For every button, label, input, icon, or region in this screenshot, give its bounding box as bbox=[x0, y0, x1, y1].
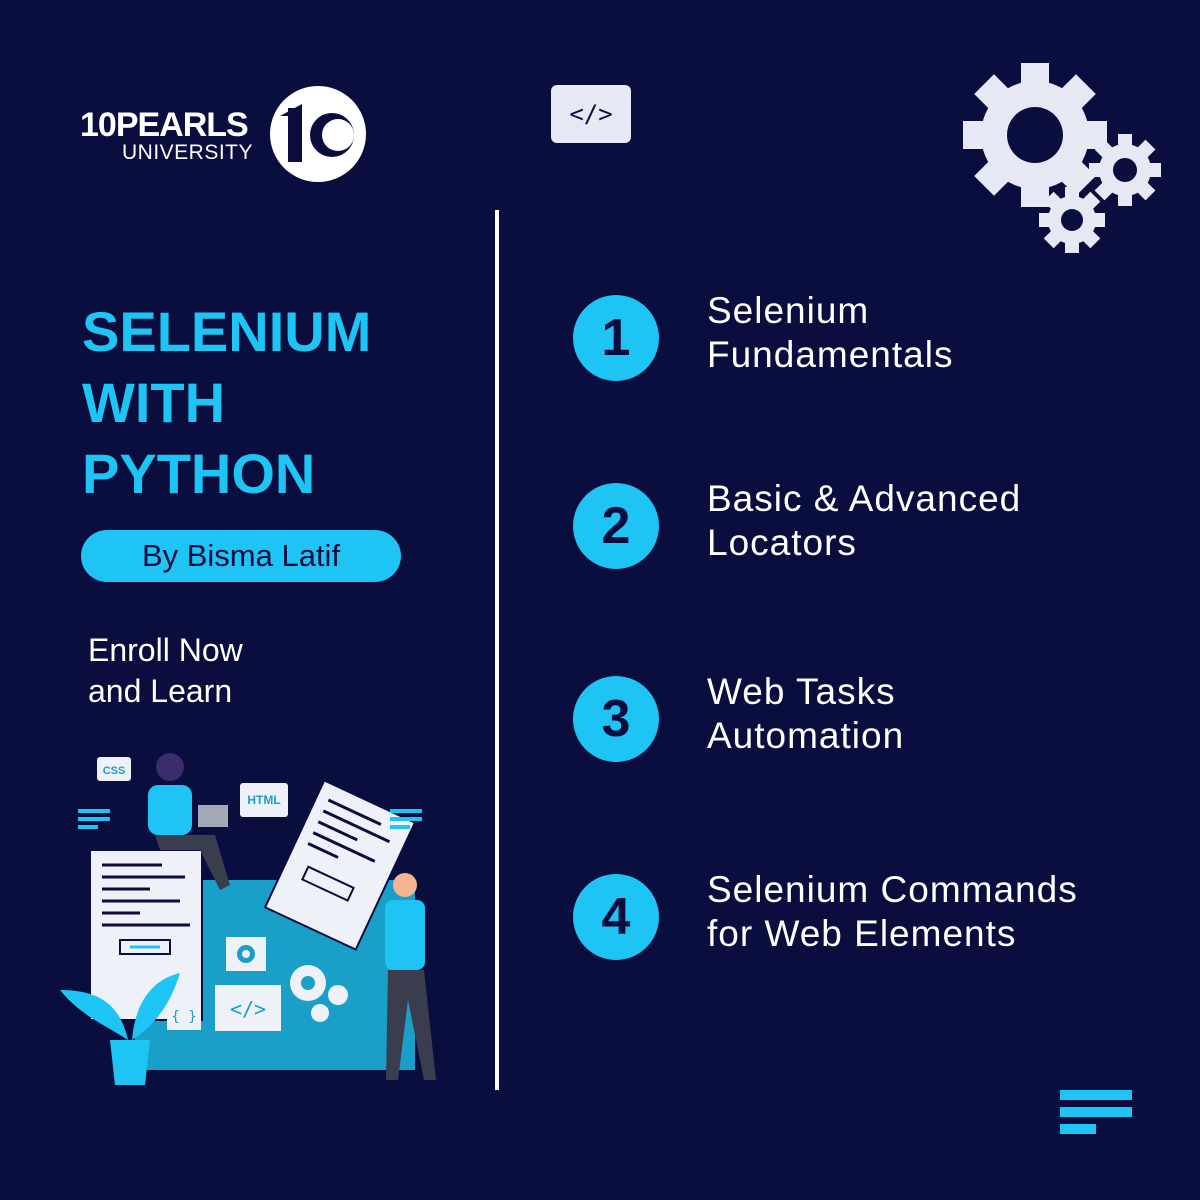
step-item: 4 Selenium Commands for Web Elements bbox=[573, 869, 1173, 974]
enroll-line: and Learn bbox=[88, 673, 233, 709]
step-label: Web Tasks Automation bbox=[707, 670, 904, 758]
gear-icon bbox=[963, 63, 1161, 253]
developer-illustration: CSS HTML </> { } bbox=[60, 753, 436, 1085]
step-item: 1 Selenium Fundamentals bbox=[573, 290, 1173, 395]
logo-mark bbox=[270, 86, 366, 182]
step-label: Basic & Advanced Locators bbox=[707, 477, 1021, 565]
step-label: Selenium Commands for Web Elements bbox=[707, 868, 1078, 956]
step-number: 3 bbox=[573, 676, 659, 762]
step-label-line: Web Tasks bbox=[707, 671, 896, 712]
course-title-line: PYTHON bbox=[82, 442, 316, 505]
css-tag: CSS bbox=[103, 765, 126, 777]
step-label-line: for Web Elements bbox=[707, 913, 1017, 954]
step-item: 3 Web Tasks Automation bbox=[573, 671, 1173, 776]
step-item: 2 Basic & Advanced Locators bbox=[573, 478, 1173, 583]
step-label-line: Basic & Advanced bbox=[707, 478, 1022, 519]
step-number: 4 bbox=[573, 874, 659, 960]
course-title: SELENIUM WITH PYTHON bbox=[82, 296, 462, 509]
braces-tag: { } bbox=[171, 1009, 196, 1025]
step-number: 2 bbox=[573, 483, 659, 569]
logo-subtitle: UNIVERSITY bbox=[122, 141, 254, 164]
enroll-line: Enroll Now bbox=[88, 632, 243, 668]
step-label-line: Fundamentals bbox=[707, 334, 954, 375]
step-number: 1 bbox=[573, 295, 659, 381]
menu-lines-icon bbox=[1060, 1090, 1132, 1134]
author-badge: By Bisma Latif bbox=[81, 530, 401, 582]
step-label-line: Locators bbox=[707, 522, 857, 563]
step-label-line: Selenium Commands bbox=[707, 869, 1078, 910]
course-title-line: WITH bbox=[82, 371, 226, 434]
code-icon: </> bbox=[551, 85, 631, 143]
code-tag-illustration: </> bbox=[230, 997, 266, 1021]
enroll-cta: Enroll Now and Learn bbox=[88, 630, 243, 712]
step-label: Selenium Fundamentals bbox=[707, 289, 953, 377]
step-label-line: Selenium bbox=[707, 290, 870, 331]
vertical-divider bbox=[495, 210, 499, 1090]
course-title-line: SELENIUM bbox=[82, 300, 372, 363]
logo-brand: 10PEARLS bbox=[80, 106, 249, 144]
step-label-line: Automation bbox=[707, 715, 905, 756]
html-tag: HTML bbox=[247, 793, 280, 807]
